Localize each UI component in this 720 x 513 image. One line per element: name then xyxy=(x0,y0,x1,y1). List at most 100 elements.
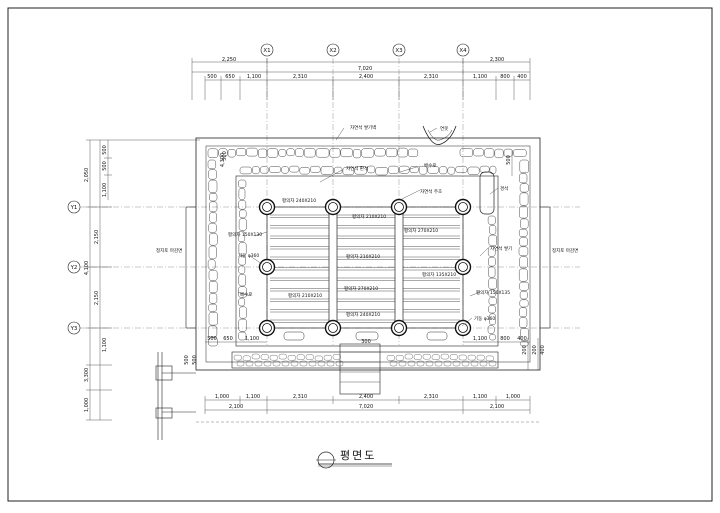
band-stone xyxy=(278,353,287,360)
rubble-stone xyxy=(246,147,258,157)
column-inner xyxy=(262,202,272,212)
rubble-stone xyxy=(310,165,321,173)
column-inner xyxy=(458,262,468,272)
rubble-stone xyxy=(484,148,495,158)
left-dim-texts: 2,050 4,100 3,300 1,000 2,150 2,150 500 … xyxy=(84,145,226,412)
column-inner xyxy=(262,262,272,272)
band-stone xyxy=(386,355,395,361)
band-stone xyxy=(431,354,440,360)
note-drain: 배수로 xyxy=(424,162,436,169)
right-dimensions xyxy=(511,150,539,370)
rubble-stone xyxy=(354,166,367,175)
rubble-stone xyxy=(487,246,496,257)
dim-top-seg-9: 400 xyxy=(517,74,527,80)
note-side-right: 정지토 마감면 xyxy=(552,247,578,254)
rubble-stone xyxy=(518,268,528,282)
band-stone xyxy=(263,360,272,367)
rubble-stone xyxy=(239,166,252,175)
note-stone-wall-right: 자연석 쌓기 xyxy=(490,245,512,252)
rubble-stone xyxy=(259,166,269,174)
band-stone xyxy=(407,360,416,367)
rubble-stone xyxy=(397,147,408,158)
rubble-stone xyxy=(520,328,529,341)
left-dimensions xyxy=(86,139,200,421)
note-bench-left-1: 평의자 150X130 xyxy=(228,231,262,238)
rubble-stone xyxy=(520,218,529,229)
note-bench-bottom: 평의자 240X210 xyxy=(346,311,380,318)
band-stone xyxy=(236,360,245,367)
drawing-title: 평면도 xyxy=(340,449,376,462)
band-stone xyxy=(458,354,467,361)
rubble-stone xyxy=(519,341,529,347)
rubble-stone xyxy=(447,166,456,175)
band-stone xyxy=(467,354,476,361)
note-bench-top-mid: 평의자 210X210 xyxy=(352,213,386,220)
note-bench-right-1: 평의자 270X210 xyxy=(404,227,438,234)
rubble-stone xyxy=(519,317,528,328)
dim-mid-left-3: 1,100 xyxy=(245,336,259,342)
floor-planks xyxy=(270,214,460,323)
rubble-stone xyxy=(439,166,448,175)
rubble-stone xyxy=(385,147,398,158)
grid-label-y1: Y1 xyxy=(70,205,78,211)
rubble-stone xyxy=(209,212,217,223)
band-stone xyxy=(290,360,299,367)
dim-right-2: 500 xyxy=(222,151,228,161)
rubble-stone xyxy=(467,166,480,175)
side-bracket-left xyxy=(185,206,196,329)
rubble-stone xyxy=(315,148,330,158)
note-bench-right-2: 평의자 135X210 xyxy=(422,271,456,278)
dim-bottom-row2-1: 2,100 xyxy=(229,404,243,410)
dim-mid-right-3: 400 xyxy=(517,336,527,342)
rubble-stone xyxy=(208,311,218,326)
band-stone xyxy=(449,354,458,360)
band-stone xyxy=(452,360,461,367)
rubble-stone xyxy=(238,188,246,200)
band-stone xyxy=(242,355,251,361)
dim-mid-left-2: 650 xyxy=(223,336,233,342)
rubble-stone xyxy=(518,228,528,237)
note-bench-right-3: 평의자 150X135 xyxy=(476,289,510,296)
rubble-stone xyxy=(299,167,310,175)
rubble-stones xyxy=(207,147,529,347)
rubble-stone xyxy=(488,256,496,267)
rubble-stone xyxy=(208,169,217,180)
band-stone xyxy=(443,360,452,367)
band-stone xyxy=(404,353,413,360)
rubble-stone xyxy=(489,225,497,235)
rubble-stone xyxy=(238,218,247,231)
column-inner xyxy=(328,202,338,212)
note-slab: 자연석 판석 xyxy=(346,165,368,172)
columns xyxy=(258,198,472,337)
band-stone xyxy=(323,355,332,361)
band-stone xyxy=(485,355,494,362)
rubble-stone xyxy=(227,149,236,158)
band-stone xyxy=(398,360,407,367)
dim-right-3: 200 xyxy=(522,345,528,355)
band-stone xyxy=(395,355,404,361)
rubble-stone xyxy=(455,166,468,173)
band-stone xyxy=(470,360,479,367)
rubble-stone xyxy=(238,255,246,266)
rubble-stone xyxy=(209,201,218,213)
dim-left-outer-1: 2,050 xyxy=(84,168,90,182)
side-bracket-right xyxy=(540,206,551,329)
rubble-stone xyxy=(489,313,496,326)
rubble-stone xyxy=(209,293,218,304)
rubble-stone xyxy=(519,183,529,193)
leaders xyxy=(237,127,499,327)
left-detail xyxy=(155,352,196,440)
pond-inner-shape xyxy=(427,129,453,141)
rubble-stone xyxy=(295,148,304,157)
rubble-stone xyxy=(289,165,300,173)
grid-bubble-x3: X3 xyxy=(392,43,406,57)
rubble-stone xyxy=(513,149,527,157)
dim-top-seg-7: 1,100 xyxy=(473,74,487,80)
grid-label-x4: X4 xyxy=(459,48,467,54)
grid-label-x3: X3 xyxy=(395,48,403,54)
column-outer xyxy=(258,198,276,216)
title-block: 평면도 xyxy=(316,449,392,469)
band-stone xyxy=(254,360,263,367)
dim-right-4: 200 xyxy=(532,345,538,355)
